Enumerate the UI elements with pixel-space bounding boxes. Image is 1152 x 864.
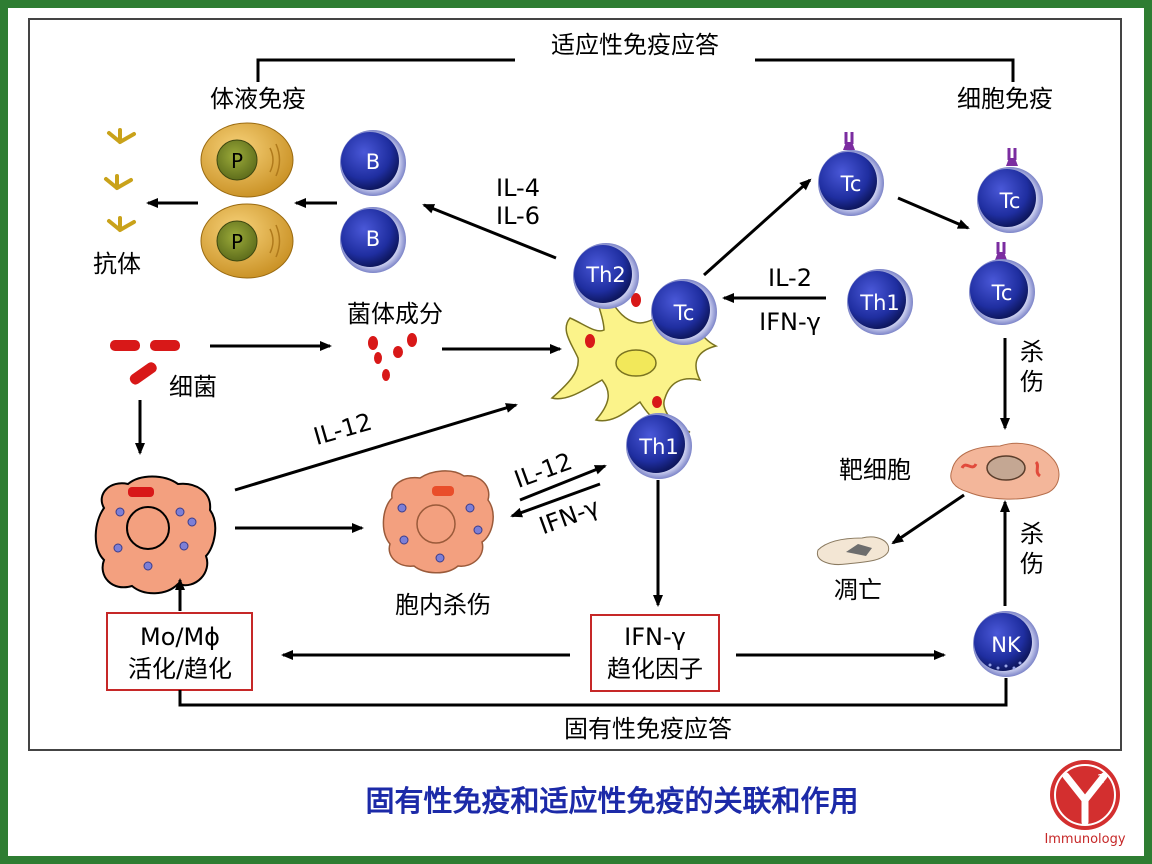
intracellular-kill-label: 胞内杀伤 [395, 591, 491, 619]
ifn-gamma-label: IFN-γ [759, 308, 821, 336]
svg-text:1: 1 [1097, 772, 1105, 786]
svg-text:P: P [231, 149, 243, 173]
ifn-box-line2: 趋化因子 [607, 655, 703, 683]
antibody-icons [104, 128, 136, 232]
ifn-box-line1: IFN-γ [624, 623, 686, 651]
nk-cell: NK [973, 611, 1039, 677]
bacteria-fragments-icon [368, 333, 417, 381]
svg-text:B: B [366, 150, 380, 174]
apoptosis-label: 凋亡 [834, 576, 882, 604]
arrow-tc-proliferation [897, 196, 970, 230]
arrow-target-to-apoptosis [891, 493, 965, 545]
cellular-immunity-label: 细胞免疫 [957, 85, 1053, 113]
th1-cell-center: Th1 [626, 413, 692, 479]
svg-text:Th1: Th1 [638, 435, 679, 459]
arrow-ifn-to-macrophage [510, 482, 601, 518]
arrow-tc-to-tc-upper [702, 178, 812, 277]
ifn-chemokine-box [590, 614, 720, 692]
svg-text:Tc: Tc [673, 301, 695, 325]
innate-response-label: 固有性免疫应答 [564, 715, 732, 743]
target-cell-label: 靶细胞 [839, 456, 911, 484]
adaptive-response-label: 适应性免疫应答 [551, 31, 719, 59]
humoral-immunity-label: 体液免疫 [210, 85, 306, 113]
antibody-label: 抗体 [93, 250, 141, 278]
apoptotic-cell [816, 536, 890, 565]
mo-box-line1: Mo/Mϕ [140, 623, 220, 651]
tc-cell-upper-left: Tc [818, 132, 884, 216]
arrow-th2-to-b [422, 203, 557, 260]
il4-label: IL-4 [496, 174, 540, 202]
tc-cell-upper-right: Tc [977, 148, 1043, 233]
plasma-cell-bottom: P [200, 203, 294, 279]
tc-cell-center: Tc [651, 279, 717, 345]
macrophage-activated [94, 475, 217, 595]
innate-bracket [178, 678, 1008, 707]
bacteria-component-label: 菌体成分 [347, 300, 443, 328]
b-cell-bottom: B [340, 207, 406, 273]
arrow-il12-to-th1 [519, 464, 607, 502]
kill-label-lower-2: 伤 [1020, 550, 1044, 578]
immunology-logo: 1 Immunology [1044, 760, 1126, 847]
kill-label-upper-2: 伤 [1020, 368, 1044, 396]
il6-label: IL-6 [496, 202, 540, 230]
svg-text:Tc: Tc [999, 189, 1021, 213]
macrophage-intracellular [382, 470, 494, 574]
bacteria-icon [110, 340, 180, 385]
kill-label-lower: 杀 [1020, 520, 1044, 548]
mo-activation-box [106, 612, 253, 691]
slide-title: 固有性免疫和适应性免疫的关联和作用 [365, 784, 858, 818]
b-cell-top: B [340, 130, 406, 196]
th1-cell-right: Th1 [847, 269, 913, 335]
kill-label-upper: 杀 [1020, 338, 1044, 366]
mo-box-line2: 活化/趋化 [128, 655, 232, 683]
svg-text:NK: NK [991, 633, 1022, 657]
th2-cell: Th2 [573, 243, 639, 309]
svg-text:Tc: Tc [840, 172, 862, 196]
plasma-cell-top: P [200, 122, 294, 198]
svg-text:Th2: Th2 [585, 263, 626, 287]
svg-text:Tc: Tc [991, 281, 1013, 305]
arrow-macrophage-il12-to-dc [234, 403, 518, 492]
target-cell [950, 442, 1060, 500]
svg-text:P: P [231, 230, 243, 254]
tc-cell-lower-right: Tc [969, 242, 1035, 325]
svg-text:Th1: Th1 [859, 291, 900, 315]
bacteria-label: 细菌 [169, 373, 217, 401]
svg-text:B: B [366, 227, 380, 251]
il2-label: IL-2 [768, 264, 812, 292]
logo-text: Immunology [1044, 832, 1125, 847]
